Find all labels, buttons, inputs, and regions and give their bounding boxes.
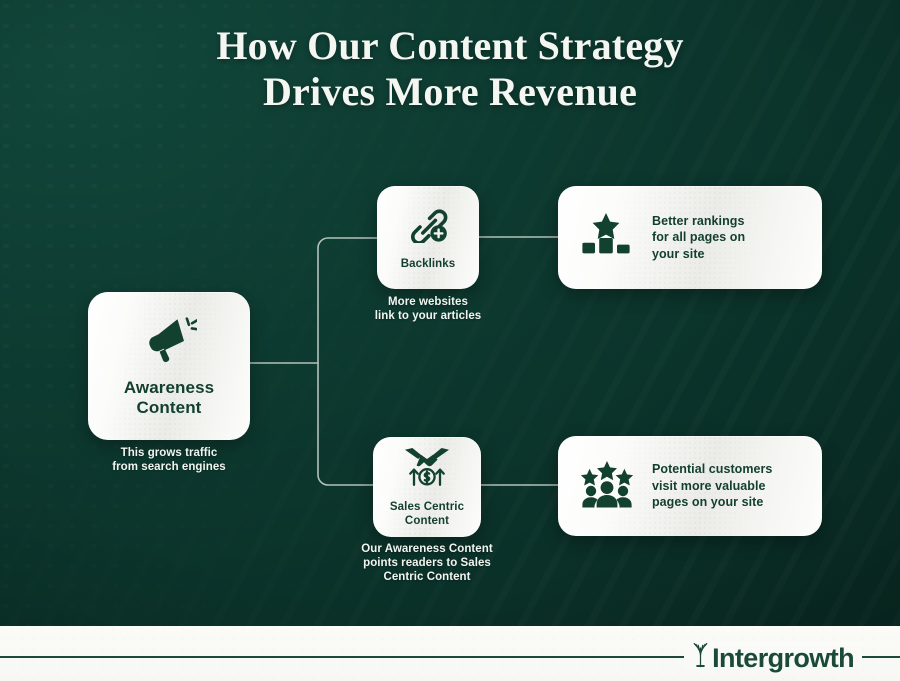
card-sales-centric-label-line-2: Content [404,515,450,527]
flow-connectors [249,236,559,486]
caption-backlinks-line-1: More websites [388,296,468,308]
card-sales-centric-content[interactable]: Sales Centric Content [373,437,481,537]
page-title: How Our Content Strategy Drives More Rev… [0,23,900,115]
card-backlinks-label: Backlinks [400,257,456,270]
card-sales-centric-label: Sales Centric Content [390,500,464,528]
card-better-rankings-text: Better rankings for all pages on your si… [652,213,745,263]
card-potential-customers-line-3: pages on your site [652,495,764,510]
card-better-rankings-line-3: your site [652,246,705,261]
page-title-line-1: How Our Content Strategy [216,23,684,68]
card-potential-customers-text: Potential customers visit more valuable … [652,461,772,511]
handshake-dollar-growth-icon [402,446,452,493]
people-stars-icon [578,459,636,514]
card-backlinks[interactable]: Backlinks [377,186,479,289]
brand-logo[interactable]: Intergrowth [684,642,862,673]
caption-sales-line-1: Our Awareness Content [361,543,493,555]
page-title-line-2: Drives More Revenue [262,69,638,114]
caption-sales-centric: Our Awareness Content points readers to … [327,542,527,584]
plant-fan-icon [692,642,709,673]
caption-awareness-line-2: from search engines [112,461,226,473]
card-sales-centric-label-line-1: Sales Centric [389,501,465,513]
caption-awareness: This grows traffic from search engines [69,446,269,474]
card-potential-customers[interactable]: Potential customers visit more valuable … [558,436,822,536]
footer-bar: Intergrowth [0,626,900,681]
megaphone-icon [141,315,200,368]
card-awareness-label: Awareness Content [124,378,214,418]
caption-sales-line-3: Centric Content [383,571,471,583]
card-awareness-label-line-1: Awareness [123,377,215,397]
caption-sales-line-2: points readers to Sales [363,557,491,569]
connector-split-to-backlinks [317,237,378,364]
card-awareness-content[interactable]: Awareness Content [88,292,250,440]
card-awareness-label-line-2: Content [136,397,202,417]
card-potential-customers-line-1: Potential customers [652,462,773,477]
card-potential-customers-line-2: visit more valuable [652,478,766,493]
card-better-rankings-line-1: Better rankings [652,213,745,228]
podium-star-icon [578,210,634,265]
caption-awareness-line-1: This grows traffic [120,447,218,459]
footer-divider-rule [0,656,900,658]
connector-split-to-sales [317,362,374,486]
card-better-rankings-line-2: for all pages on [652,230,746,245]
brand-name: Intergrowth [712,642,854,673]
caption-backlinks: More websites link to your articles [328,295,528,323]
chain-link-plus-icon [407,205,449,248]
card-better-rankings[interactable]: Better rankings for all pages on your si… [558,186,822,289]
caption-backlinks-line-2: link to your articles [374,310,482,322]
